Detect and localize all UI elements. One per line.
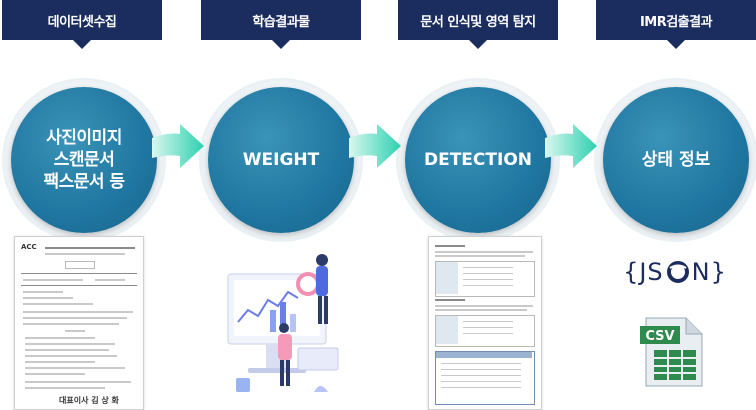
step-4-node: 상태 정보 xyxy=(594,78,756,242)
step-1-line-2: 스캔문서 xyxy=(53,150,115,170)
arrow-right-icon xyxy=(152,124,204,168)
document-logo: ACC xyxy=(21,243,37,251)
step-1-circle: 사진이미지 스캔문서 팩스문서 등 xyxy=(11,87,157,233)
json-label-end: N} xyxy=(691,258,727,286)
arrow-right-icon xyxy=(545,124,597,168)
detection-result-image xyxy=(428,236,542,410)
document-signature: 대표이사 김 상 화 xyxy=(59,396,119,405)
step-4-label: 상태 정보 xyxy=(641,150,711,170)
step-1-line-1: 사진이미지 xyxy=(46,128,122,148)
json-icon: {JS N} xyxy=(614,256,736,288)
step-4-header: IMR검출결과 xyxy=(596,0,756,49)
training-illustration xyxy=(227,254,339,392)
step-3-label: DETECTION xyxy=(423,150,532,170)
step-1-node: 사진이미지 스캔문서 팩스문서 등 xyxy=(2,78,166,242)
json-o-ring-icon xyxy=(666,261,689,283)
step-1-line-3: 팩스문서 등 xyxy=(43,172,125,192)
step-3-header: 문서 인식및 영역 탐지 xyxy=(398,0,558,49)
step-2-node: WEIGHT xyxy=(199,78,363,242)
step-3-node: DETECTION xyxy=(396,78,560,242)
json-label: {JS xyxy=(623,258,664,286)
csv-label: CSV xyxy=(645,329,674,344)
step-2-label: WEIGHT xyxy=(242,150,320,170)
step-4-circle: 상태 정보 xyxy=(603,87,749,233)
step-1-header: 데이터셋수집 xyxy=(2,0,162,49)
step-2-header: 학습결과물 xyxy=(201,0,361,49)
arrow-right-icon xyxy=(349,124,401,168)
scanned-document-image: ACC 대표이사 김 상 화 xyxy=(14,236,144,410)
step-3-circle: DETECTION xyxy=(405,87,551,233)
step-2-circle: WEIGHT xyxy=(208,87,354,233)
csv-file-icon: CSV xyxy=(640,317,703,387)
